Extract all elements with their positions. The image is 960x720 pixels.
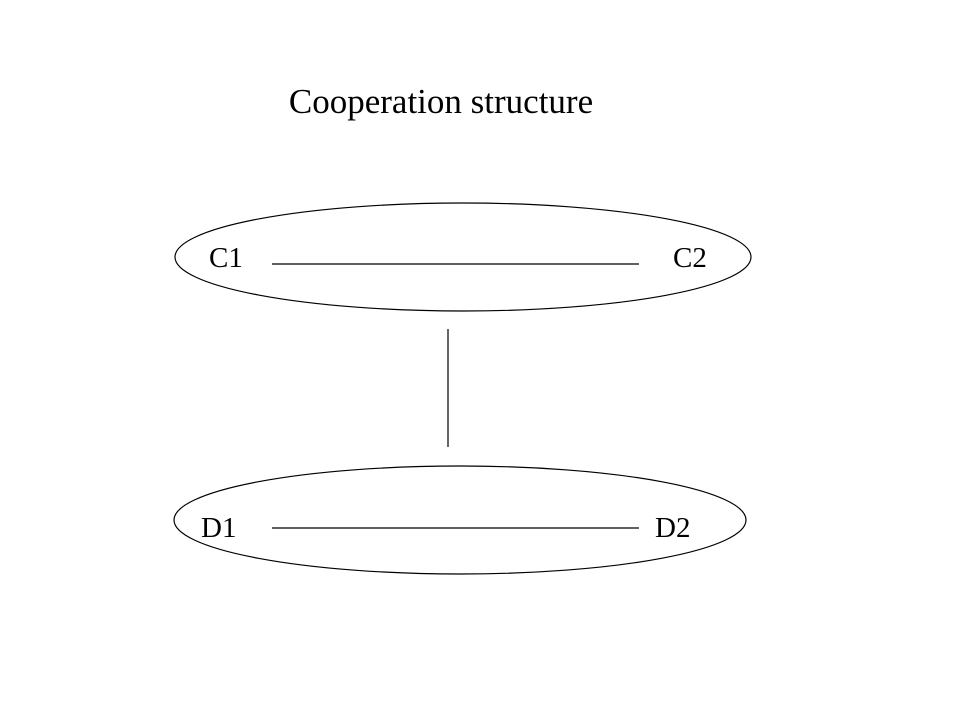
upper-group-ellipse xyxy=(174,202,752,312)
upper-cooperation-group: C1 C2 xyxy=(174,202,752,312)
node-c1-label: C1 xyxy=(209,242,243,274)
node-d1-label: D1 xyxy=(201,512,236,544)
node-d2-label: D2 xyxy=(655,512,690,544)
node-c2-label: C2 xyxy=(673,242,707,274)
lower-cooperation-group: D1 D2 xyxy=(173,465,747,575)
diagram-title: Cooperation structure xyxy=(289,82,593,121)
lower-group-ellipse xyxy=(173,465,747,575)
